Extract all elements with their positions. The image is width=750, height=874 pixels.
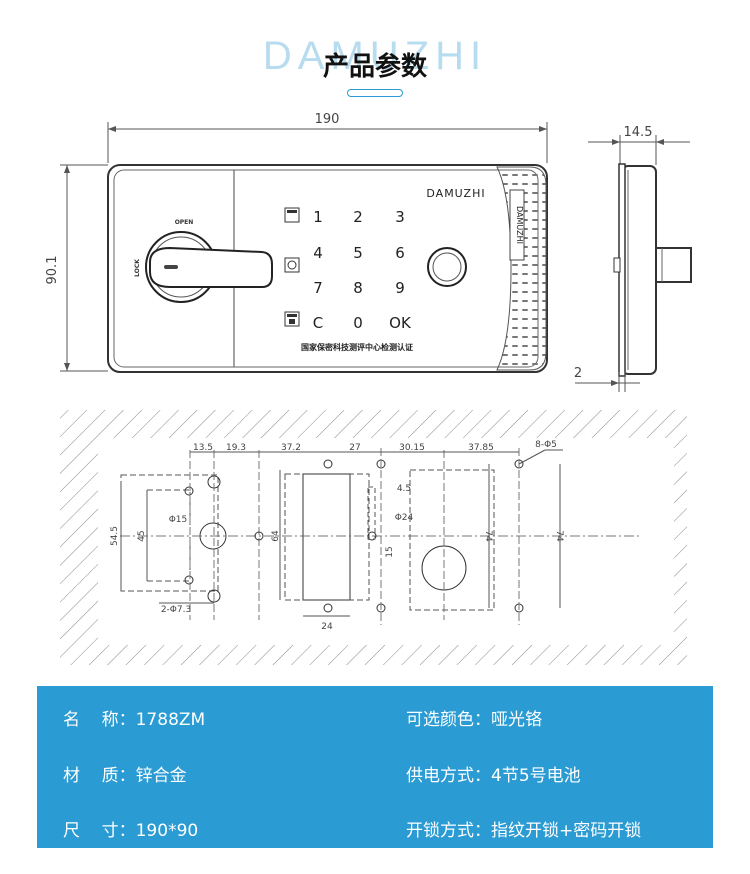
dim-2-holes: 2-Φ7.3	[161, 605, 191, 615]
installation-template: 13.5 19.3 37.2 27 30.15 37.85 8-Φ5 54.5 …	[60, 410, 687, 665]
key-c[interactable]: C	[313, 314, 323, 332]
thickness-dimension: 2	[574, 366, 582, 381]
side-view: 14.5 2	[574, 125, 692, 392]
technical-drawing: 190 90.1 DAMUZHI OPEN LOCK DAMUZHI	[45, 112, 692, 665]
dim-27: 27	[349, 443, 360, 453]
dim-4-5: 4.5	[397, 484, 411, 494]
lock-label: LOCK	[134, 259, 141, 277]
dim-8-holes: 8-Φ5	[535, 440, 557, 450]
spec-size: 尺 寸：190*90	[63, 821, 199, 841]
height-dimension: 90.1	[45, 256, 60, 285]
side-brand-plate	[509, 189, 525, 261]
handle-lever	[149, 246, 273, 288]
key-5[interactable]: 5	[353, 244, 363, 262]
key-4[interactable]: 4	[313, 244, 323, 262]
dim-37-2: 37.2	[281, 443, 301, 453]
title-underline	[347, 89, 403, 97]
depth-dimension: 14.5	[624, 125, 653, 140]
keypad: 1 2 3 4 5 6 7 8 9 C 0 OK	[313, 208, 412, 332]
dim-13-5: 13.5	[193, 443, 213, 453]
dim-37-85: 37.85	[468, 443, 494, 453]
spec-name: 名 称：1788ZM	[63, 710, 206, 730]
spec-power: 供电方式：4节5号电池	[406, 766, 581, 786]
dim-19-3: 19.3	[226, 443, 246, 453]
side-body	[621, 165, 657, 375]
dim-15: 15	[385, 546, 395, 557]
dim-30-15: 30.15	[399, 443, 425, 453]
open-label: OPEN	[175, 219, 194, 226]
fingerprint-sensor[interactable]	[427, 247, 467, 287]
key-6[interactable]: 6	[395, 244, 405, 262]
dim-74-outer: 74	[554, 530, 564, 542]
dim-74-inner: 74	[483, 530, 493, 542]
spec-panel: 名 称：1788ZM 可选颜色：哑光铬 材 质：锌合金 供电方式：4节5号电池 …	[37, 686, 713, 848]
dim-phi-24: Φ24	[395, 513, 414, 523]
spec-unlock: 开锁方式：指纹开锁+密码开锁	[406, 821, 642, 841]
keypad-icon-2	[284, 257, 300, 273]
key-8[interactable]: 8	[353, 279, 363, 297]
dim-64: 64	[271, 530, 281, 542]
page-title: 产品参数	[322, 52, 427, 82]
key-3[interactable]: 3	[395, 208, 405, 226]
key-9[interactable]: 9	[395, 279, 405, 297]
key-7[interactable]: 7	[313, 279, 323, 297]
spec-material: 材 质：锌合金	[63, 766, 187, 786]
front-view: 190 90.1 DAMUZHI OPEN LOCK DAMUZHI	[45, 112, 548, 373]
page-header: DAMUZHI 产品参数	[0, 30, 750, 100]
brand-watermark: DAMUZHI	[262, 34, 488, 78]
front-brand: DAMUZHI	[426, 187, 485, 200]
certification-text: 国家保密科技测评中心检测认证	[301, 342, 413, 352]
side-brand: DAMUZHI	[515, 206, 524, 244]
key-ok[interactable]: OK	[389, 314, 412, 332]
key-0[interactable]: 0	[353, 314, 363, 332]
key-2[interactable]: 2	[353, 208, 363, 226]
width-dimension: 190	[315, 112, 340, 127]
latch-bolt	[655, 247, 692, 283]
key-1[interactable]: 1	[313, 208, 323, 226]
dim-24: 24	[321, 622, 333, 632]
dim-phi-15: Φ15	[169, 515, 188, 525]
dim-54-5: 54.5	[110, 526, 120, 546]
spec-color: 可选颜色：哑光铬	[406, 710, 542, 730]
dim-45: 45	[137, 530, 147, 541]
